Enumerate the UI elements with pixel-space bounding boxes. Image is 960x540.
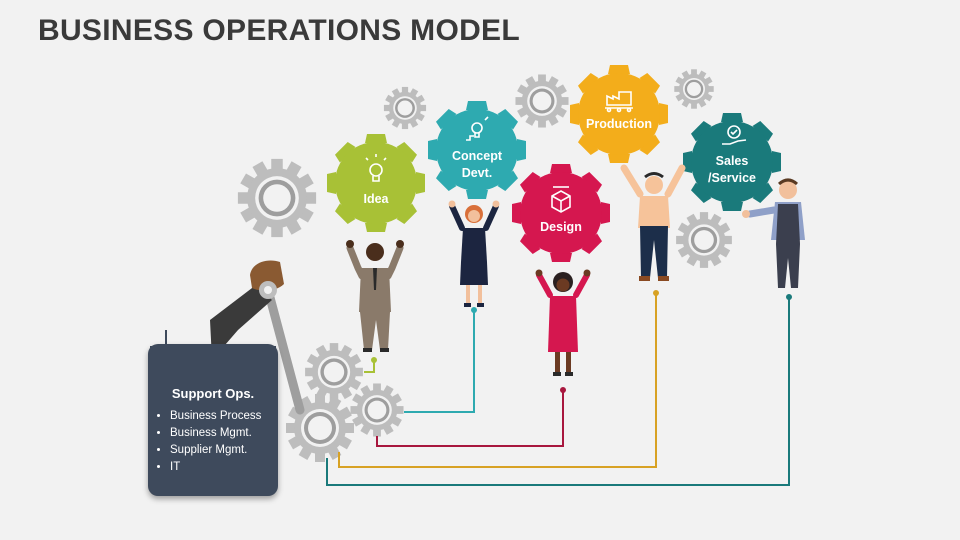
idea-gear-label: Idea <box>363 192 389 206</box>
gray-gear-icon <box>350 383 404 437</box>
concept-gear-label: Concept Devt. <box>432 148 522 182</box>
wrench-arm-icon <box>210 260 305 415</box>
idea-gear-icon <box>327 134 425 232</box>
support-ops-title: Support Ops. <box>171 386 255 401</box>
box-design-icon <box>551 186 571 213</box>
production-gear-label: Production <box>586 117 652 131</box>
connector-concept <box>404 310 475 413</box>
person-idea-icon <box>346 240 404 352</box>
list-item: IT <box>170 459 261 476</box>
connector-production <box>338 293 657 468</box>
gray-gear-icon <box>305 343 363 401</box>
production-gear-icon <box>570 65 668 163</box>
list-item: Business Process <box>170 408 261 425</box>
sales-label-text: Sales /Service <box>708 154 756 185</box>
gray-gear-icon <box>676 212 732 268</box>
list-item: Business Mgmt. <box>170 425 261 442</box>
gray-gear-icon <box>237 158 317 238</box>
support-ops-panel: Support Ops. Business Process Business M… <box>148 344 278 496</box>
lightbulb-icon <box>365 154 387 182</box>
person-production-icon <box>620 164 686 281</box>
support-ops-list: Business Process Business Mgmt. Supplier… <box>156 408 261 476</box>
design-gear-label: Design <box>540 220 582 234</box>
lightbulb-stairs-icon <box>466 116 489 141</box>
connector-sales <box>326 297 790 486</box>
gray-gear-icon <box>383 86 427 130</box>
person-concept-icon <box>448 200 500 307</box>
connector-design <box>376 390 564 447</box>
connector-idea <box>364 360 375 373</box>
gray-gear-icon <box>515 74 569 128</box>
sales-gear-label: Sales /Service <box>687 153 777 187</box>
page-title: BUSINESS OPERATIONS MODEL <box>38 14 520 47</box>
design-gear-icon <box>512 164 610 262</box>
concept-label-text: Concept Devt. <box>452 149 502 180</box>
factory-conveyor-icon <box>605 91 633 113</box>
list-item: Supplier Mgmt. <box>170 442 261 459</box>
person-design-icon <box>535 269 591 376</box>
gray-gear-icon <box>674 69 714 109</box>
hand-badge-icon <box>722 125 747 145</box>
person-sales-icon <box>742 178 805 288</box>
